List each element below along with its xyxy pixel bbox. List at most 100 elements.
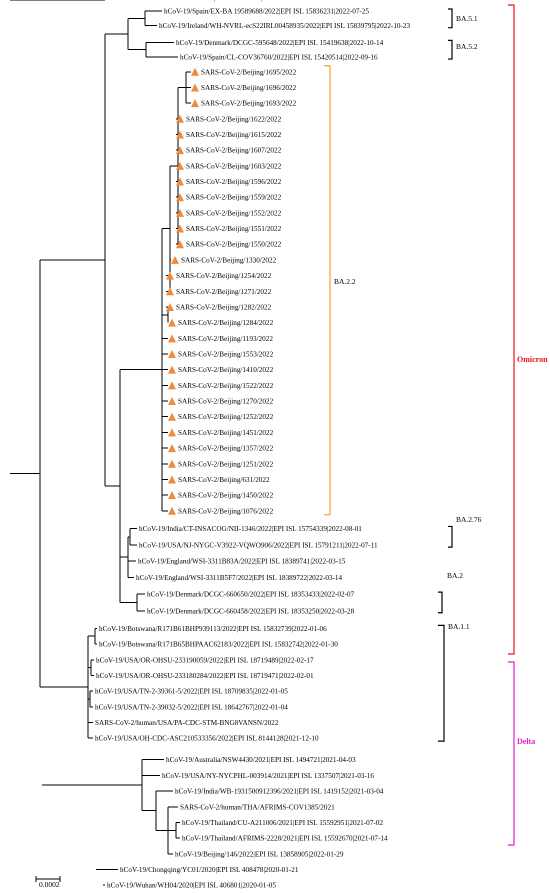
beijing-sample-marker	[168, 365, 176, 374]
leaf-label: SARS-CoV-2/Beijing/1330/2022	[181, 256, 277, 264]
bracket-ba2	[438, 591, 443, 614]
bracket-ba51	[448, 8, 453, 29]
leaf-label: hCoV-19/England/WSI-3311B5F7/2022|EPI IS…	[136, 574, 343, 582]
beijing-sample-markers	[166, 67, 199, 515]
leaf-label: hCoV-19/Chongqing/YC01/2020|EPI ISL 4084…	[120, 866, 299, 874]
leaf-label: hCoV-19/Thailand/CU-A211006/2021|EPI ISL…	[182, 819, 383, 827]
leaf-label: SARS-CoV-2/Beijing/1551/2022	[186, 225, 282, 233]
beijing-sample-marker	[176, 193, 184, 202]
leaf-label: SARS-CoV-2/Beijing/1695/2022	[201, 68, 297, 76]
beijing-sample-marker	[168, 475, 176, 484]
leaf-label: SARS-CoV-2/Beijing/1450/2022	[178, 492, 274, 500]
beijing-sample-marker	[168, 318, 176, 327]
bracket-omicron	[508, 4, 515, 655]
leaf-label: hCoV-19/Botswana/R171B65BHPAAC62183/2022…	[99, 641, 338, 649]
beijing-sample-marker	[176, 130, 184, 139]
group-label-omicron: Omicron	[517, 355, 548, 364]
leaf-label: SARS-CoV-2/human/THA/AFRIMS-COV1385/2021	[180, 803, 335, 811]
beijing-sample-marker	[191, 99, 199, 108]
beijing-sample-marker	[168, 397, 176, 406]
leaf-label: SARS-CoV-2/Beijing/1552/2022	[186, 209, 282, 217]
leaf-label: hCoV-19/Denmark/DCGC-660650/2022|EPI ISL…	[147, 591, 355, 599]
beijing-sample-marker	[168, 459, 176, 468]
leaf-label: SARS-CoV-2/Beijing/1193/2022	[178, 335, 273, 343]
leaf-label: SARS-CoV-2/Beijing/1076/2022	[178, 507, 274, 515]
leaf-label: SARS-CoV-2/Beijing/1622/2022	[186, 115, 282, 123]
clade-label-ba276: BA.2.76	[456, 515, 482, 524]
leaf-label: hCoV-19/Wuhan/WH04/2020|EPI ISL 406801|2…	[107, 882, 276, 890]
leaf-labels: hCoV-19/Spain/EX-BA 19589688/2022|EPI IS…	[95, 0, 410, 890]
beijing-sample-marker	[166, 287, 174, 296]
beijing-sample-marker	[168, 412, 176, 421]
beijing-sample-marker	[176, 161, 184, 170]
bracket-ba22	[324, 65, 331, 516]
beijing-sample-marker	[168, 381, 176, 390]
group-label-delta: Delta	[517, 737, 535, 746]
beijing-sample-marker	[176, 224, 184, 233]
leaf-label: SARS-CoV-2/Beijing/1522/2022	[178, 382, 274, 390]
leaf-label: SARS-CoV-2/Beijing/1284/2022	[178, 319, 274, 327]
leaf-label: SARS-CoV-2/Beijing/1696/2022	[201, 84, 297, 92]
leaf-label: hCoV-19/USA/TN-2-39361-5/2022|EPI ISL 18…	[95, 688, 288, 696]
clade-label-ba52: BA.5.2	[456, 42, 478, 51]
leaf-label: hCoV-19/Spain/CL-COV36760/2022|EPI ISL 1…	[180, 54, 378, 62]
clade-label-ba11: BA.1.1	[448, 622, 470, 631]
clade-label-ba2: BA.2	[447, 571, 463, 580]
clade-label-ba22: BA.2.2	[334, 277, 356, 286]
bracket-ba276	[448, 525, 453, 548]
leaf-label: hCoV-19/Australia/NSW4430/2021|EPI ISL 1…	[166, 756, 356, 764]
beijing-sample-marker	[176, 177, 184, 186]
leaf-label: SARS-CoV-2/Beijing/1693/2022	[201, 100, 297, 108]
leaf-label: hCoV-19/Denmark/DCGC-660458/2022|EPI ISL…	[147, 607, 355, 615]
beijing-sample-marker	[166, 271, 174, 280]
leaf-label: hCoV-19/USA/TN-2-39032-5/2022|EPI ISL 18…	[95, 703, 288, 711]
leaf-label: hCoV-19/USA/OH-CDC-ASC210533356/2022|EPI…	[95, 735, 319, 743]
leaf-label: SARS-CoV-2/Beijing/1559/2022	[186, 194, 282, 202]
leaf-label: SARS-CoV-2/Beijing/1603/2022	[186, 162, 282, 170]
beijing-sample-marker	[176, 146, 184, 155]
leaf-label: SARS-CoV-2/Beijing/1615/2022	[186, 131, 282, 139]
beijing-sample-marker	[176, 114, 184, 123]
leaf-label: SARS-CoV-2/Beijing/1596/2022	[186, 178, 282, 186]
leaf-label: hCoV-19/USA/OR-OHSU-233180284/2022|EPI I…	[96, 672, 314, 680]
beijing-sample-marker	[168, 444, 176, 453]
leaf-label: SARS-CoV-2/Beijing/1254/2022	[176, 272, 272, 280]
beijing-sample-marker	[166, 302, 174, 311]
leaf-label: hCoV-19/Ireland/WH-NVRL-ecS22IRL00458935…	[159, 22, 410, 30]
bracket-ba11	[438, 624, 445, 742]
beijing-sample-marker	[168, 491, 176, 500]
beijing-sample-marker	[176, 240, 184, 249]
leaf-label: hCoV-19/Denmark/DCGC-595648/2022|EPI ISL…	[176, 39, 384, 47]
leaf-label: hCoV-19/Botswana/R171B61BHP939113/2022|E…	[99, 625, 327, 633]
beijing-sample-marker	[168, 428, 176, 437]
leaf-label: SARS-CoV-2/Beijing/1607/2022	[186, 147, 282, 155]
beijing-sample-marker	[176, 208, 184, 217]
leaf-label: SARS-CoV-2/Beijing/1271/2022	[176, 288, 272, 296]
tree-branches	[10, 0, 191, 886]
beijing-sample-marker	[168, 334, 176, 343]
beijing-sample-marker	[168, 350, 176, 358]
leaf-label: SARS-CoV-2/Beijing/1270/2022	[178, 398, 274, 406]
leaf-label: SARS-CoV-2/Beijing/1553/2022	[178, 351, 274, 359]
leaf-label: hCoV-19/Spain/EX-BA 19589688/2022|EPI IS…	[164, 8, 369, 16]
leaf-label: SARS-CoV-2/Beijing/1451/2022	[178, 429, 274, 437]
leaf-label: hCoV-19/Wuhan/IVDC-HB-01/2019|EPI ISL 40…	[107, 0, 296, 2]
leaf-label: hCoV-19/Thailand/AFRIMS-2228/2021|EPI IS…	[182, 835, 388, 843]
clade-brackets	[324, 4, 515, 846]
leaf-label: hCoV-19/Beijing/146/2022|EPI ISL 1385890…	[175, 850, 344, 858]
leaf-label: SARS-CoV-2/Beijing/1282/2022	[176, 303, 272, 311]
leaf-label: SARS-CoV-2/Beijing/1251/2022	[178, 460, 274, 468]
leaf-label: SARS-CoV-2/Beijing/1252/2022	[178, 413, 274, 421]
leaf-label: SARS-CoV-2/human/USA/PA-CDC-STM-BNG8VANS…	[95, 719, 279, 727]
scale-bar-label: 0.0002	[39, 880, 60, 889]
leaf-label: hCoV-19/USA/NY-NYCPHL-003914/2021|EPI IS…	[162, 772, 374, 780]
leaf-label: hCoV-19/India/CT-INSACOG/NII-1346/2022|E…	[139, 525, 362, 533]
leaf-label: SARS-CoV-2/Beijing/1357/2022	[178, 445, 274, 453]
clade-label-ba51: BA.5.1	[456, 14, 478, 23]
leaf-label: hCoV-19/USA/NJ-NYGC-V3922-VQWO906/2022|E…	[139, 542, 378, 550]
beijing-sample-marker	[191, 83, 199, 92]
beijing-sample-marker	[168, 506, 176, 515]
bracket-ba52	[448, 39, 453, 60]
leaf-label: SARS-CoV-2/Beijing/1550/2022	[186, 241, 282, 249]
